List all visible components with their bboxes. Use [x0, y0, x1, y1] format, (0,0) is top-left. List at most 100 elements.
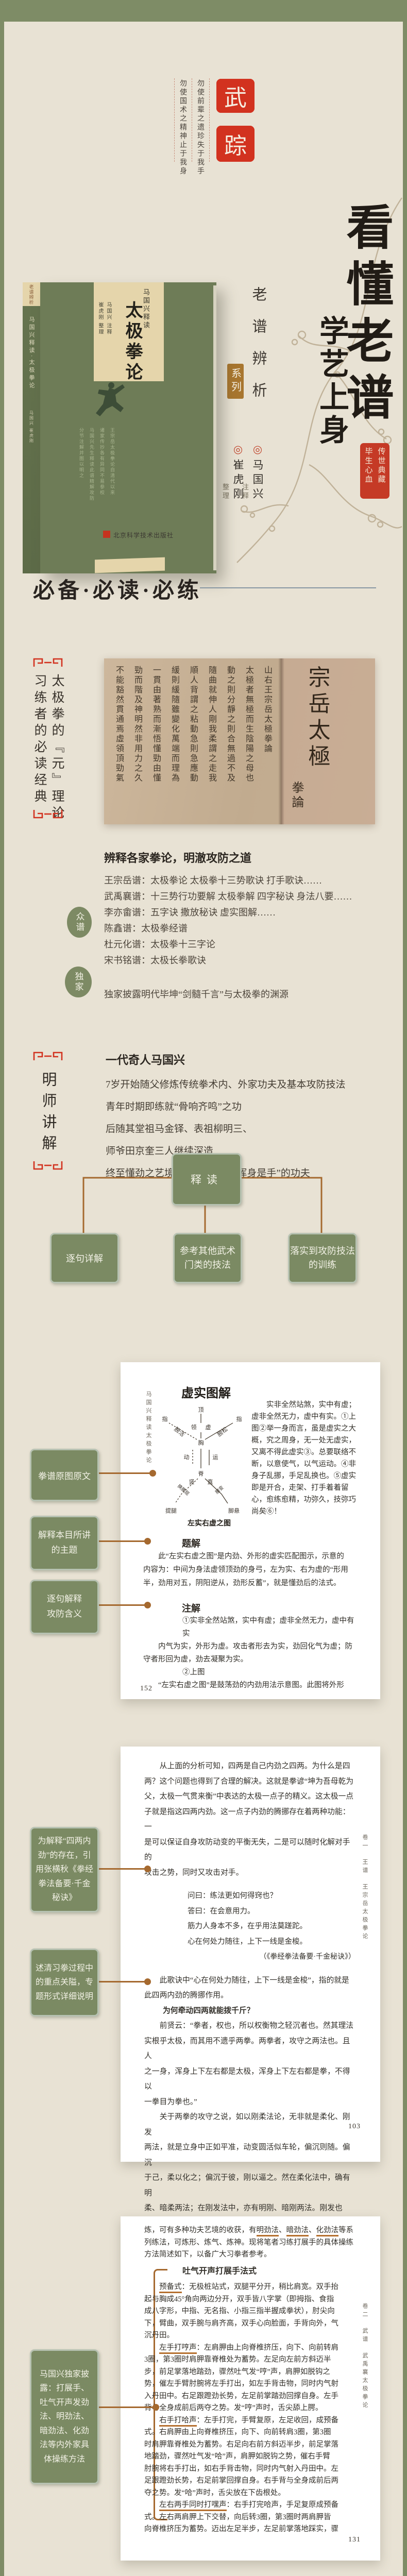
page1-line: 尚矣⑥！	[251, 1507, 281, 1516]
page3-number: 131	[348, 2536, 361, 2544]
page3-line: 起与胸成45°角向两边分开，双手皆八字掌（即拇指、食指	[144, 2295, 334, 2303]
page2-line: 子就是指这四两内劲。这一点子内劲的腾挪存在着两种功能：一	[144, 1807, 350, 1832]
page1-line: ①实非全然站煞，实中有虚；虚非全然无力，虚中有实	[182, 1617, 354, 1638]
page1-line: 内气为实，外形为虚。攻击者形去为实，劲回化气为虚；防	[143, 1642, 352, 1651]
diagram-label: 胸	[198, 1439, 204, 1446]
author-role: 整理	[222, 483, 229, 501]
hero-title-col2: 学艺上身	[315, 315, 348, 447]
book-front-cover: 马国兴释读 太极拳论 马国兴 注释 崔虎刚 整理 王宗岳太极拳论自清代以来 诸家…	[40, 282, 216, 573]
text-segment: ：右手打完哈声，手足复原成预备	[226, 2501, 339, 2509]
text-segment	[144, 2416, 159, 2425]
underlined-term: 左右两手同时打嘿声	[159, 2501, 227, 2511]
page1-line: ②上图	[182, 1668, 205, 1676]
heading-rule	[200, 587, 376, 588]
page3-content: 炼，可有多种功夫艺境的收获，有明劲法、暗劲法、化劲法等系 列练法，可炼形、炼气、…	[144, 2225, 358, 2536]
diagram-label: 领	[191, 1424, 197, 1431]
verse-line: 答曰：在会意用力。	[188, 1907, 255, 1916]
text-segment	[144, 2501, 159, 2509]
classic-headline-left: 习练者的必读经典	[32, 674, 46, 806]
text-segment: 炼，可有多种功夫艺境的收获，有	[144, 2226, 257, 2234]
manuscript-cover-part	[281, 658, 375, 824]
page3-line: 背与全身成前后两夺之势。发“哼”声时，舌尖舔上腭。	[144, 2404, 323, 2412]
ink-mountains	[4, 2548, 403, 2576]
callout-connector	[96, 1978, 151, 1985]
book-pages-edge	[213, 285, 216, 570]
cover-title: 太极拳论	[123, 301, 142, 383]
guide-item: 杜元化谱：太极拳十三字论	[104, 939, 215, 950]
page1-zhujie-heading: 注解	[182, 1603, 200, 1614]
hero-title-col1: 看懂老谱	[340, 202, 392, 429]
page1-tijie: 此“左实右虚之图”是内劲、外形的虚实匹配图示，示意的 内容为：中间为身法虚领顶劲…	[143, 1550, 359, 1590]
manuscript-column: 太極者無極而生陰陽之母也	[244, 666, 253, 783]
motto-left: 勿使国术之精神止于我身	[179, 79, 186, 176]
text-segment: ：左手打完，手臂复原，左足收回，成预备	[196, 2416, 339, 2425]
author-role: 注释	[241, 483, 249, 501]
underlined-term: 暗劲法	[286, 2226, 309, 2236]
text-segment: 等系	[338, 2226, 353, 2234]
page3-line: 向脊椎挤压为蓄势。迈出左足半步，左足前掌落地踩实，骤	[144, 2525, 338, 2533]
page3-line: 地踏劲，骤然吐气发“哈”声，肩胛如脱钩之势，催右手臂	[144, 2452, 330, 2461]
badge-dujia: 独家	[65, 967, 92, 997]
diagram-label: 提腿	[165, 1507, 177, 1514]
cover-blurb-line: 分节注解并图以明之	[79, 428, 84, 479]
callout-line-by-line: 逐句解释 攻防含义	[30, 1580, 99, 1634]
page3-line: 入丹田中。右足跟蹬劲长势，左足前掌踏劲回撑自身。左手	[144, 2392, 338, 2400]
page1-title: 虚实图解	[181, 1387, 231, 1400]
flowchart-connectors	[82, 1177, 323, 1233]
ring-icon: ◎	[232, 443, 244, 459]
cover-title-band	[94, 282, 164, 381]
page1-line: 又离不得此虚实③。总要联络不	[251, 1448, 356, 1456]
callout-key-points: 述清习拳过程中 的重点关隘，专 题形式详细说明	[30, 1948, 99, 2016]
cover-author-2: 崔虎刚 整理	[97, 302, 103, 335]
spine-tag-text: 老谱辨析	[28, 284, 34, 305]
publisher-logo-small	[103, 531, 110, 538]
page3-line: 时肩胛靠脊椎处为蓄势。右足向右前方斜迈半步，前足掌落	[144, 2440, 338, 2449]
page3-line: 成八字形，中指、无名指、小指三指半握成拳状），肘尖向	[144, 2307, 335, 2315]
page1-margin-text: 马国兴释读太极拳论	[145, 1391, 151, 1465]
page1-line: “左实右虚之图”是鼓荡劲的内劲用法示意图。此图将外形	[143, 1681, 344, 1689]
page3-line: 右手打哈声：左手打完，手臂复原，左足收回，成预备	[144, 2415, 358, 2427]
guide-item: 王宗岳谱：太极拳论 太极拳十三势歌诀 打手歌诀……	[104, 875, 322, 886]
text-segment: ：无极桩站式，双腿平分开，稍比肩宽。双手抬	[181, 2283, 339, 2291]
page1-line: 断，以意使气，以气运动。④非	[251, 1460, 356, 1468]
page2-verse: 问曰：练法更如何得窍也？ 答曰：在会意用力。 筋力人身本不多，在乎用法莫蹉跎。 …	[188, 1889, 358, 1950]
series-name: 老谱辨析	[250, 286, 266, 414]
page1-line: 实非全然站煞，实中有虚；	[251, 1401, 356, 1409]
page2-line: 从上面的分析可知，四两是自己内劲之四两。为什么是四	[144, 1762, 350, 1770]
meander-ornament-top	[33, 658, 63, 667]
meander-ornament-bottom	[33, 810, 63, 819]
flow-child-2: 参考其他武术 门类的技法	[173, 1233, 242, 1283]
page3-line: 方法简述如下，以备广大习拳者参考。	[144, 2250, 272, 2259]
page2-line: 之一身，浑身上下左右都是太极，浑身上下左右都是拳，不得以	[144, 2067, 350, 2091]
page1-line: 虚非全然无力，虚中有实。①上	[251, 1413, 356, 1421]
verse-line: 筋力人身本不多，在乎用法莫蹉跎。	[188, 1922, 307, 1930]
page3-margin-text: 卷二 武谱 武禹襄太极拳论	[362, 2303, 368, 2410]
meander-ornament-bottom	[33, 1161, 63, 1170]
verse-line: 心在何处力随往，上下一线是金梭。	[188, 1937, 307, 1946]
page1-line: 守者形回为虚，劲去凝聚为实。	[143, 1655, 248, 1664]
promise-heading: 必备·必读·必练	[33, 579, 202, 603]
text-segment: 、	[309, 2226, 316, 2234]
diagram-label: 指	[162, 1415, 168, 1422]
underlined-term: 预备式	[159, 2283, 182, 2293]
author-name: 马国兴	[251, 459, 264, 502]
flow-child-3: 落实到攻防技法 的训练	[288, 1233, 357, 1283]
motto-divider	[174, 78, 175, 162]
guide-item: 李亦畬谱：五字诀 撒放秘诀 虚实图解……	[104, 907, 276, 918]
page1-line: 即是开合，走架、打手着着留	[251, 1484, 349, 1492]
underlined-term: 左手打哼声	[159, 2343, 197, 2354]
page2-bold-question: 为何牵动四两就能拨千斤？	[163, 2006, 255, 2015]
diagram-label: 动	[184, 1454, 190, 1461]
manuscript-column: 山右王宗岳太極拳論	[263, 666, 272, 754]
guide-item: 宋书铭谱：太极长拳歌诀	[104, 955, 206, 965]
verse-source: （《拳经拳法备要·千金秘诀》）	[259, 1953, 355, 1961]
sample-page-3	[121, 2216, 380, 2561]
page3-line: 肘腕将右手打出，如右手背击物，同时内气射入丹田中。左	[144, 2464, 338, 2473]
manuscript-column: 不能豁然貫通焉虛領頂勁氣	[114, 666, 123, 783]
martial-figure-icon	[96, 382, 125, 416]
manuscript-column: 動之則分靜之則合無過不及	[226, 666, 234, 783]
callout-citation: 为解释“四两内 劲”的存在，引 用张横秋《拳经 拳法备要·千金 秘诀》	[30, 1827, 99, 1912]
page2-margin-text: 卷一 王谱 王宗岳太极拳论	[362, 1834, 368, 1941]
page1-tijie-heading: 题解	[182, 1538, 200, 1549]
